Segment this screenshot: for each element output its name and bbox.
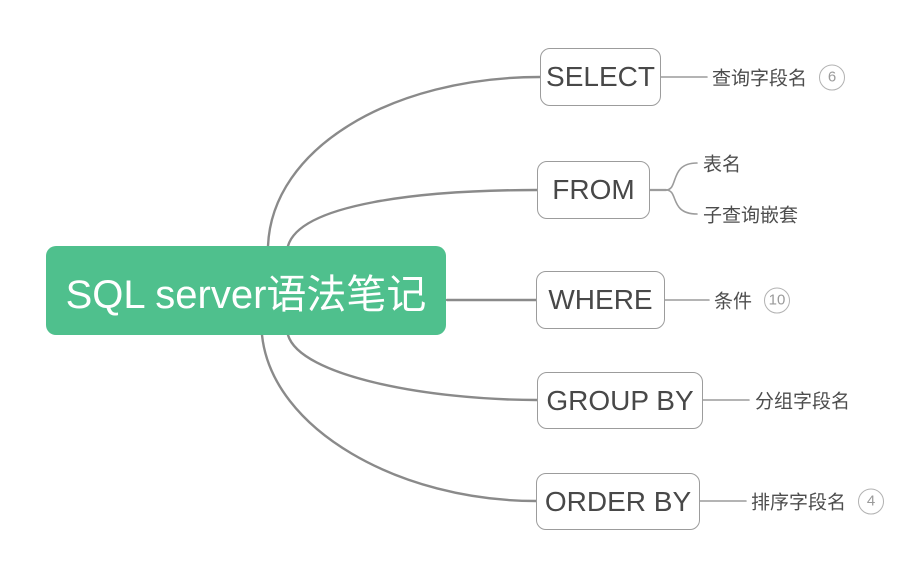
collapsed-count-badge[interactable]: 4 [858, 488, 885, 514]
child-topic-label: 表名 [703, 154, 742, 176]
root-topic[interactable]: SQL server语法笔记 [46, 246, 446, 335]
collapsed-count-badge[interactable]: 6 [819, 64, 846, 90]
branch-topic-select[interactable]: SELECT [540, 48, 661, 106]
child-topic-condition[interactable]: 条件 10 [714, 287, 791, 314]
branch-topic-where[interactable]: WHERE [536, 271, 665, 329]
child-topic-label: 分组字段名 [755, 391, 851, 413]
collapsed-count-badge[interactable]: 10 [764, 287, 791, 313]
child-topic-subquery-nesting[interactable]: 子查询嵌套 [703, 201, 798, 228]
child-topic-table-name[interactable]: 表名 [703, 150, 741, 177]
child-topic-label: 条件 [714, 291, 753, 313]
child-topic-label: 排序字段名 [751, 492, 847, 514]
child-topic-label: 子查询嵌套 [703, 205, 799, 227]
branch-topic-group-by[interactable]: GROUP BY [537, 372, 703, 429]
child-topic-order-fields[interactable]: 排序字段名 4 [751, 488, 885, 515]
branch-topic-from[interactable]: FROM [537, 161, 650, 219]
branch-topic-order-by[interactable]: ORDER BY [536, 473, 700, 530]
child-topic-select-fields[interactable]: 查询字段名 6 [712, 64, 846, 91]
child-topic-group-fields[interactable]: 分组字段名 [755, 387, 850, 414]
child-topic-label: 查询字段名 [712, 68, 808, 90]
